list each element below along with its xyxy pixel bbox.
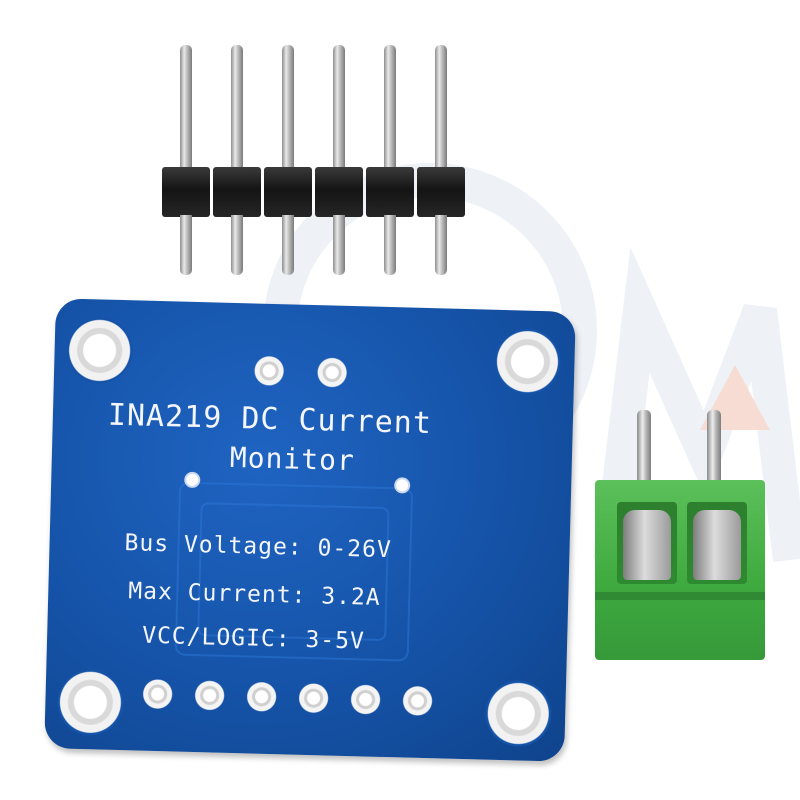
mounting-hole <box>56 668 125 737</box>
header-pad <box>402 685 433 717</box>
header-pin <box>211 45 263 280</box>
terminal-clamp <box>693 510 741 580</box>
header-pin <box>364 45 416 280</box>
mounting-hole <box>493 327 562 396</box>
pin-header <box>160 45 470 280</box>
terminal-pin <box>707 410 721 495</box>
terminal-pin <box>637 410 651 495</box>
screw-terminal <box>595 410 770 660</box>
header-pin <box>415 45 467 280</box>
terminal-pad <box>253 355 285 387</box>
terminal-clamp <box>623 510 671 580</box>
terminal-pad <box>316 357 348 388</box>
header-pad <box>298 682 329 714</box>
header-pad <box>350 684 381 715</box>
header-pin <box>262 45 314 280</box>
header-pin <box>160 45 212 280</box>
header-pad <box>194 680 226 711</box>
header-pad <box>246 681 278 713</box>
board-title: INA219 DC Current <box>107 397 433 442</box>
header-pin <box>313 45 365 280</box>
spec-max-current: Max Current: 3.2A <box>127 578 381 611</box>
board-title-line2: Monitor <box>229 440 356 478</box>
ina219-board: INA219 DC Current Monitor Bus Voltage: 0… <box>44 298 576 762</box>
mounting-hole <box>484 679 553 748</box>
terminal-ledge <box>595 592 765 600</box>
mounting-hole <box>65 316 134 385</box>
pcb-trace <box>197 502 390 642</box>
header-pad <box>142 678 174 710</box>
